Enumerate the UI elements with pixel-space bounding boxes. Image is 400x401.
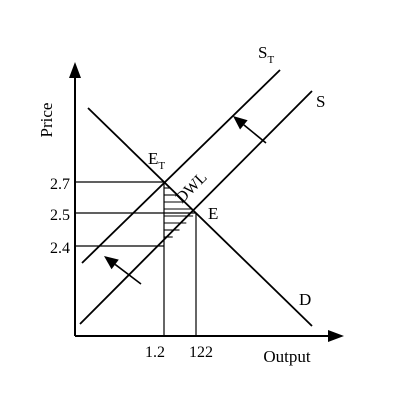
deadweight-loss-label: DWL — [173, 169, 211, 207]
x-tick-label: 122 — [189, 344, 213, 361]
y-tick-label: 2.7 — [50, 176, 70, 193]
shift-arrow-lower — [114, 263, 142, 285]
taxed-equilibrium-label: ET — [148, 149, 165, 172]
supply-curve — [79, 90, 313, 325]
taxed-supply-curve — [81, 69, 281, 264]
x-axis-arrowhead — [328, 330, 344, 342]
y-axis-label: Price — [37, 103, 56, 138]
taxed-supply-label: ST — [258, 43, 274, 66]
shift-arrow-upper — [243, 124, 267, 144]
shift-arrow-upper-head — [233, 116, 248, 130]
equilibrium-label: E — [208, 204, 218, 223]
shift-arrow-lower-head — [104, 256, 119, 270]
y-tick-label: 2.4 — [50, 240, 70, 257]
x-tick-label: 1.2 — [145, 344, 165, 361]
y-axis-arrowhead — [69, 62, 81, 78]
y-tick-label: 2.5 — [50, 207, 70, 224]
x-axis-label: Output — [263, 347, 311, 366]
demand-curve — [87, 107, 313, 327]
supply-label: S — [316, 92, 325, 111]
demand-label: D — [299, 290, 311, 309]
